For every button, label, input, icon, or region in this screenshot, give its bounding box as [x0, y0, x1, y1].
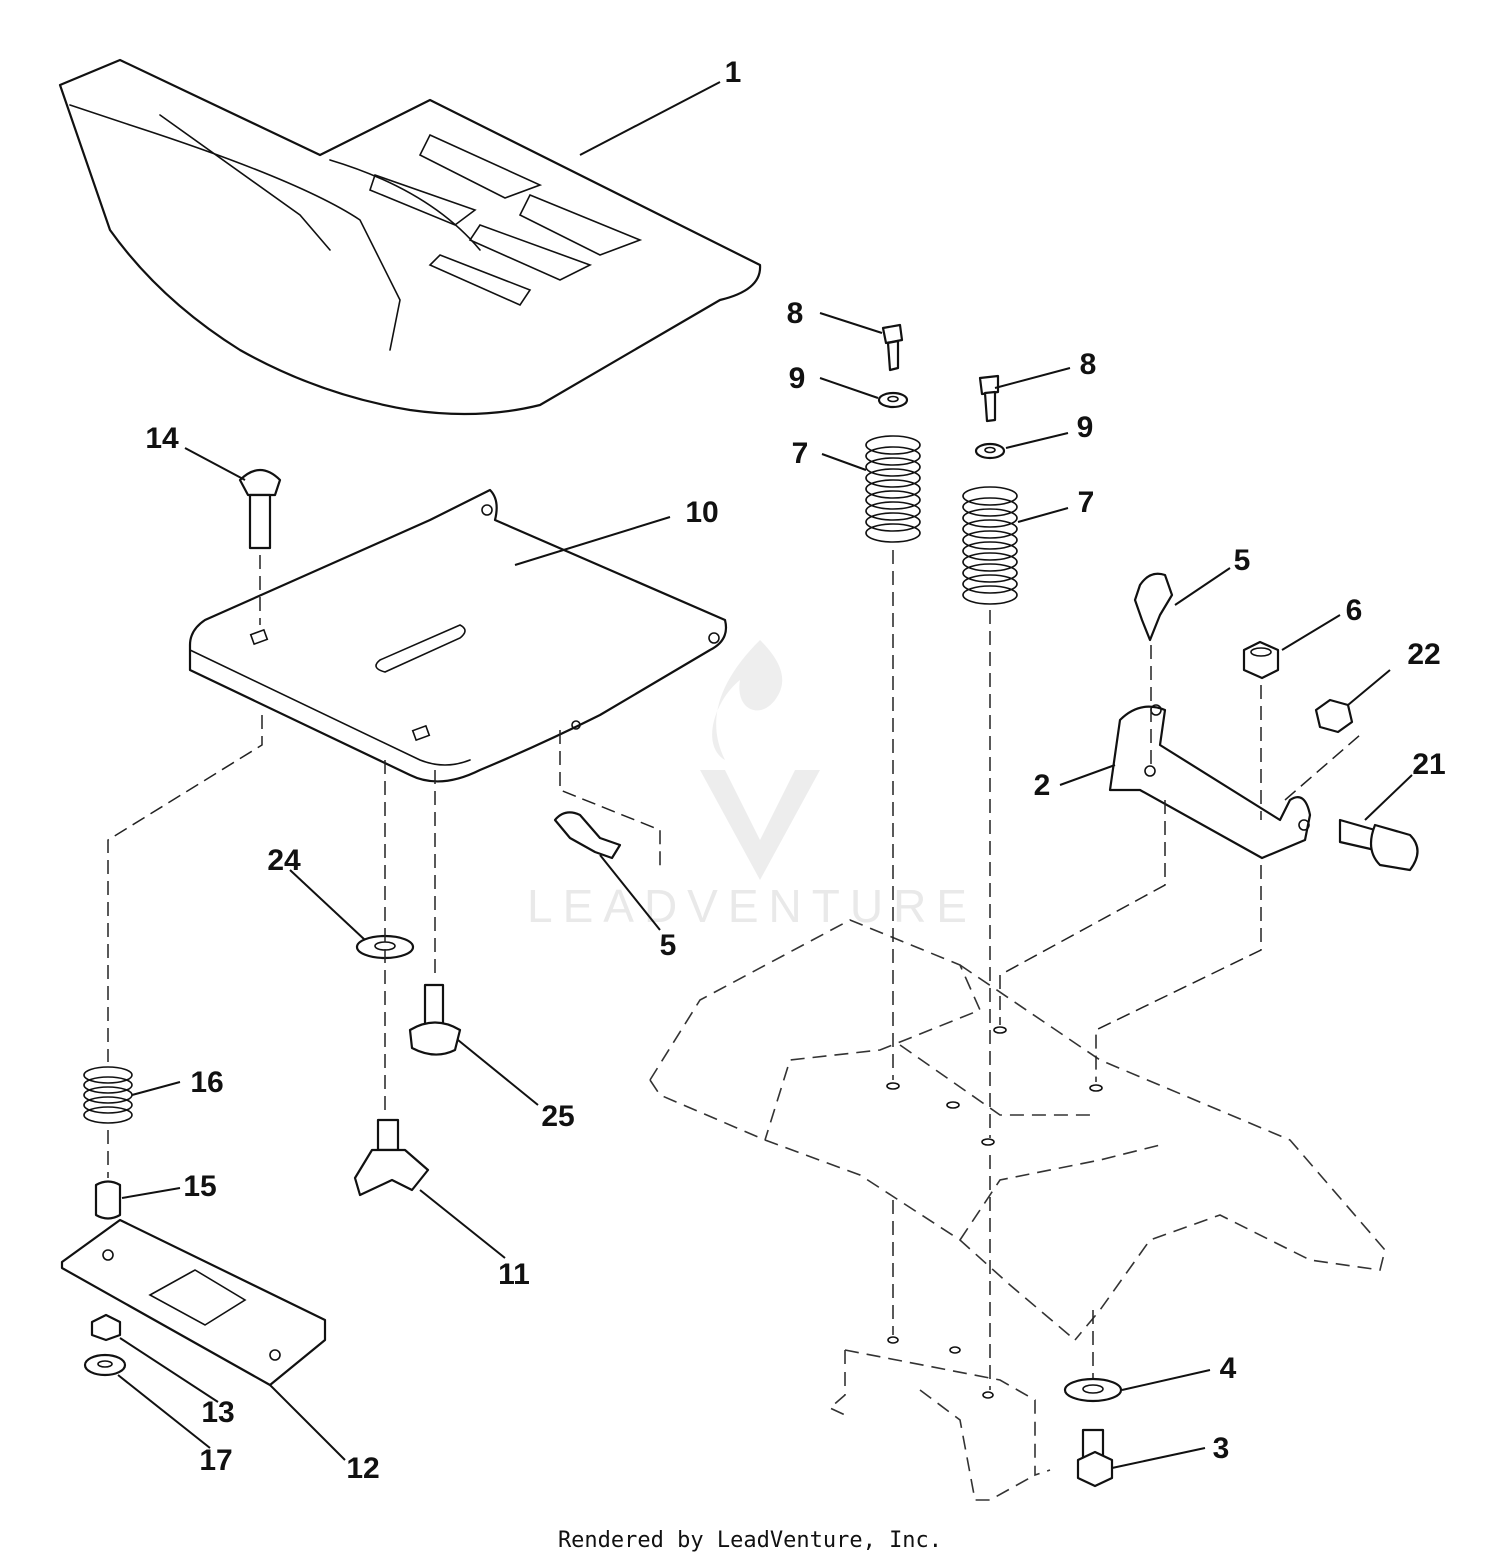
- callout-16: 16: [190, 1066, 223, 1099]
- hardware: [60, 323, 1419, 1488]
- callout-6: 6: [1346, 594, 1363, 627]
- callout-25: 25: [541, 1100, 574, 1133]
- leader-lines: [117, 81, 1413, 1469]
- callout-8-right: 8: [1080, 348, 1097, 381]
- callout-14: 14: [145, 422, 179, 455]
- flame-icon: [712, 640, 783, 760]
- footer-credit: Rendered by LeadVenture, Inc.: [557, 1528, 943, 1553]
- callout-7-left: 7: [792, 437, 809, 470]
- seat-pan: [188, 488, 728, 783]
- callout-1: 1: [725, 56, 742, 89]
- callout-7-right: 7: [1078, 486, 1095, 519]
- callout-15: 15: [183, 1170, 216, 1203]
- callout-5-lower: 5: [660, 929, 677, 962]
- callout-11: 11: [498, 1258, 530, 1291]
- callout-5-upper: 5: [1234, 544, 1251, 577]
- callouts: 1 2 3 4 5 5 6 7 7 8 8 9 9 10 11 12 13 14…: [145, 56, 1445, 1485]
- callout-9-right: 9: [1077, 411, 1094, 444]
- callout-21: 21: [1412, 748, 1445, 781]
- callout-12: 12: [346, 1452, 379, 1485]
- callout-17: 17: [199, 1444, 232, 1477]
- callout-8-left: 8: [787, 297, 804, 330]
- callout-4: 4: [1220, 1352, 1237, 1385]
- callout-10: 10: [685, 496, 718, 529]
- seat: [58, 58, 762, 416]
- callout-3: 3: [1213, 1432, 1230, 1465]
- chevron-logo-icon: [700, 770, 820, 880]
- watermark-text: LEADVENTURE: [527, 880, 977, 932]
- assembly-lines: [107, 550, 1361, 1390]
- callout-2: 2: [1034, 769, 1051, 802]
- callout-13: 13: [201, 1396, 234, 1429]
- callout-9-left: 9: [789, 362, 806, 395]
- callout-24: 24: [267, 844, 301, 877]
- callout-22: 22: [1407, 638, 1440, 671]
- frame-outline: [649, 919, 1386, 1501]
